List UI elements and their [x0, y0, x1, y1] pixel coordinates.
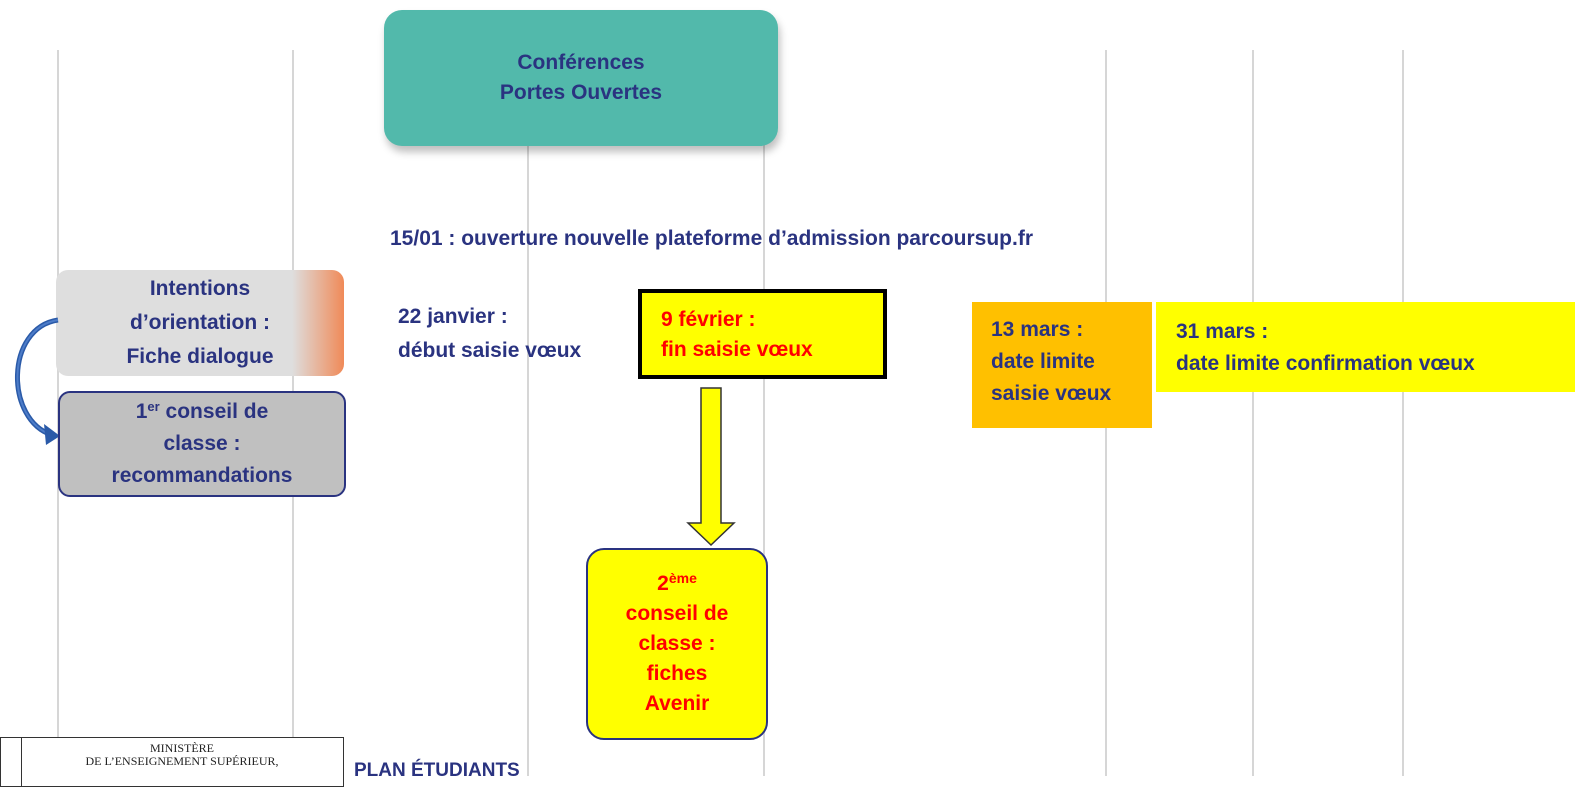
conseil1-line1: 1er conseil de: [135, 399, 269, 423]
jan22-line2: début saisie vœux: [398, 339, 582, 362]
mar13-milestone-box: 13 mars : date limite saisie vœux: [972, 302, 1152, 428]
curved-arrow-icon: [15, 317, 60, 445]
intentions-box: Intentions d’orientation : Fiche dialogu…: [56, 270, 344, 376]
conseil2-line1: 2ème: [657, 570, 697, 595]
jan22-milestone: 22 janvier : début saisie vœux: [398, 300, 581, 368]
mar31-milestone-box: 31 mars : date limite confirmation vœux: [1156, 302, 1575, 392]
timeline-line: [1252, 50, 1254, 776]
mar13-line1: 13 mars :: [991, 318, 1084, 341]
mar13-line3: saisie vœux: [991, 382, 1112, 405]
conseil2-line3: classe :: [638, 632, 716, 655]
intentions-line1: Intentions: [149, 277, 251, 300]
conferences-box: Conférences Portes Ouvertes: [384, 10, 778, 146]
ministry-line2: DE L’ENSEIGNEMENT SUPÉRIEUR,: [85, 754, 279, 768]
logo-divider: [21, 738, 22, 786]
down-arrow-icon: [686, 387, 736, 547]
timeline-line: [763, 50, 765, 776]
mar31-line2: date limite confirmation vœux: [1176, 352, 1475, 375]
plan-etudiants-label: PLAN ÉTUDIANTS: [354, 760, 520, 781]
ministry-text: MINISTÈRE DE L’ENSEIGNEMENT SUPÉRIEUR,: [21, 742, 343, 768]
intentions-line3: Fiche dialogue: [126, 345, 274, 368]
conseil2-line4: fiches: [646, 662, 708, 685]
second-class-council-box: 2ème conseil de classe : fiches Avenir: [586, 548, 768, 740]
feb9-line1: 9 février :: [661, 308, 756, 331]
ministry-line1: MINISTÈRE: [150, 741, 214, 755]
jan22-line1: 22 janvier :: [398, 305, 508, 328]
conseil2-line5: Avenir: [644, 692, 710, 715]
conseil1-line3: recommandations: [111, 464, 293, 487]
mar13-line2: date limite: [991, 350, 1095, 373]
feb9-line2: fin saisie vœux: [661, 338, 813, 361]
first-class-council-box: 1er conseil de classe : recommandations: [58, 391, 346, 497]
timeline-line: [527, 50, 529, 776]
conseil2-line2: conseil de: [625, 602, 729, 625]
ministry-logo: MINISTÈRE DE L’ENSEIGNEMENT SUPÉRIEUR,: [0, 737, 344, 787]
timeline-line: [1402, 50, 1404, 776]
conferences-line1: Conférences: [517, 51, 645, 74]
intentions-line2: d’orientation :: [130, 311, 270, 334]
feb9-milestone-box: 9 février : fin saisie vœux: [638, 289, 887, 379]
conseil1-line2: classe :: [163, 432, 241, 455]
mar31-line1: 31 mars :: [1176, 320, 1269, 343]
parcoursup-launch-text: 15/01 : ouverture nouvelle plateforme d’…: [390, 227, 1034, 250]
conferences-line2: Portes Ouvertes: [499, 81, 663, 104]
